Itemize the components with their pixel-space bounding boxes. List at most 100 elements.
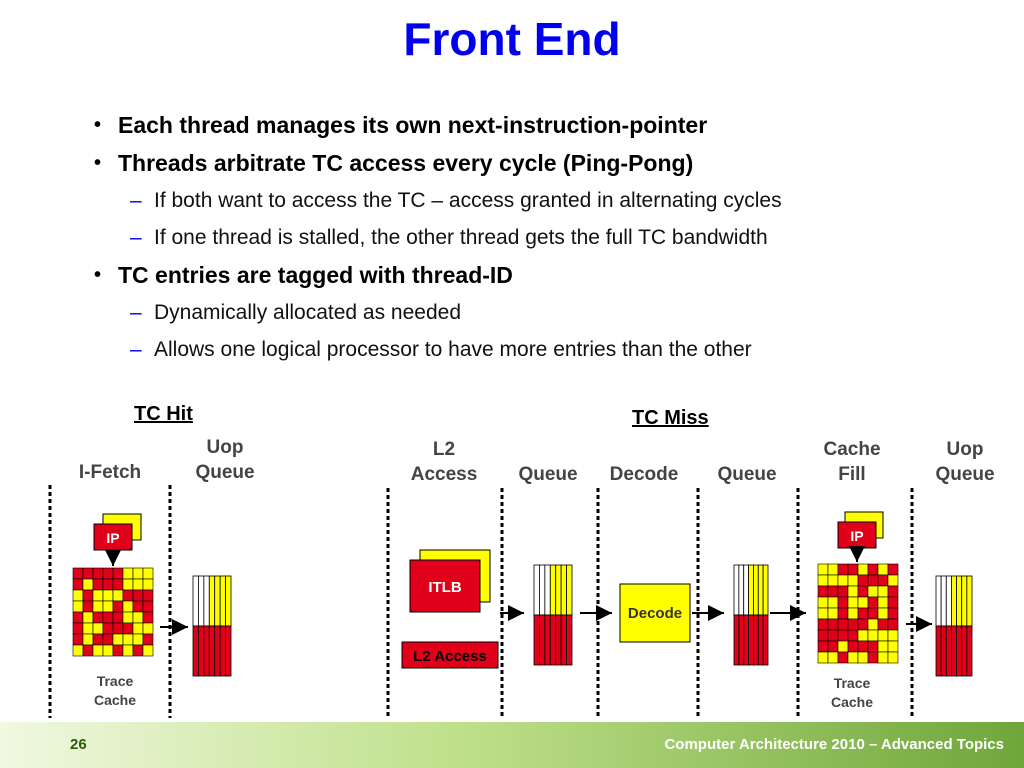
queue-slot xyxy=(203,625,210,677)
cache-cell xyxy=(827,607,839,620)
cache-cell xyxy=(82,644,94,657)
cache-cell xyxy=(142,622,154,635)
queue-slot xyxy=(733,564,740,616)
uop-stage-label-1: Uop xyxy=(207,437,244,458)
cache-cell xyxy=(82,567,94,580)
queue-a xyxy=(533,564,573,666)
queue-slot xyxy=(192,625,199,677)
sub-bullet-item: –Allows one logical processor to have mo… xyxy=(94,335,782,372)
uop-stage-label-1: Uop xyxy=(947,439,984,460)
queue-slot xyxy=(555,564,562,616)
l2-access-box xyxy=(401,641,499,669)
queue-slot xyxy=(539,564,546,616)
uop-queue xyxy=(935,575,973,677)
cache-cell xyxy=(837,629,849,642)
ip-box xyxy=(93,523,133,551)
queue-slot xyxy=(208,625,216,677)
sub-bullet-text: If both want to access the TC – access g… xyxy=(154,189,782,212)
queue-slot xyxy=(214,575,221,627)
footer-course: Computer Architecture 2010 – Advanced To… xyxy=(664,736,1004,753)
queue-slot xyxy=(757,614,764,666)
cache-cell xyxy=(827,596,839,609)
uop-stage-label-2: Queue xyxy=(935,464,994,485)
cache-cell xyxy=(122,644,134,657)
queue-slot xyxy=(945,575,952,627)
cache-cell xyxy=(887,596,899,609)
cache-cell xyxy=(877,640,889,653)
queue-stage-label: Queue xyxy=(518,464,577,485)
page-number: 26 xyxy=(70,736,87,753)
queue-slot xyxy=(539,614,546,666)
cache-cell xyxy=(142,567,154,580)
cache-cell xyxy=(827,574,839,587)
cache-cell xyxy=(837,618,849,631)
queue-slot xyxy=(956,575,963,627)
cache-cell xyxy=(837,574,849,587)
queue-slot xyxy=(549,614,557,666)
queue-slot xyxy=(544,564,551,616)
bullet-dot-icon: • xyxy=(94,264,102,286)
queue-slot xyxy=(935,625,942,677)
cache-cell xyxy=(122,578,134,591)
cache-cell xyxy=(82,611,94,624)
cache-cell xyxy=(102,633,114,646)
cache-cell xyxy=(142,611,154,624)
cache-cell xyxy=(112,600,124,613)
trace-cache-label-2: Cache xyxy=(94,692,136,708)
queue-slot xyxy=(533,564,540,616)
sub-bullet-text: Dynamically allocated as needed xyxy=(154,301,462,324)
cache-cell xyxy=(102,567,114,580)
bullet-item: •Threads arbitrate TC access every cycle… xyxy=(94,148,782,186)
sub-bullet-item: –If one thread is stalled, the other thr… xyxy=(94,223,782,260)
queue-slot xyxy=(219,625,226,677)
bullet-dot-icon: • xyxy=(94,114,102,136)
cache-cell xyxy=(112,611,124,624)
cache-cell xyxy=(72,567,84,580)
cache-cell xyxy=(142,600,154,613)
cache-cell xyxy=(132,578,144,591)
sub-bullet-text: Allows one logical processor to have mor… xyxy=(154,338,752,361)
slide-footer: 26 Computer Architecture 2010 – Advanced… xyxy=(0,722,1024,768)
l2-stage-label-1: L2 xyxy=(433,439,455,460)
cache-cell xyxy=(877,629,889,642)
cache-cell xyxy=(132,611,144,624)
queue-slot xyxy=(544,614,551,666)
trace-cache-label-1: Trace xyxy=(97,673,134,689)
cache-cell xyxy=(92,567,104,580)
queue-slot xyxy=(757,564,764,616)
cache-cell xyxy=(72,589,84,602)
pipeline-diagram: TC Hit I-Fetch Uop Queue IP Trace Cache … xyxy=(48,403,995,718)
cache-cell xyxy=(867,596,879,609)
cache-cell xyxy=(817,640,829,653)
queue-slot xyxy=(555,614,562,666)
cache-cell xyxy=(887,563,899,576)
bullet-item: •TC entries are tagged with thread-ID xyxy=(94,260,782,298)
queue-slot xyxy=(203,575,210,627)
dash-icon: – xyxy=(130,338,142,361)
cache-cell xyxy=(102,578,114,591)
queue-slot xyxy=(192,575,199,627)
queue-slot xyxy=(966,625,973,677)
cache-cell xyxy=(837,607,849,620)
cache-cell xyxy=(857,640,869,653)
cache-cell xyxy=(72,611,84,624)
cache-cell xyxy=(887,585,899,598)
queue-slot xyxy=(219,575,226,627)
cache-cell xyxy=(72,622,84,635)
cache-cell xyxy=(847,651,859,664)
cache-cell xyxy=(112,578,124,591)
queue-slot xyxy=(748,564,754,616)
tc-hit-caption: TC Hit xyxy=(134,403,193,425)
cache-cell xyxy=(132,633,144,646)
queue-slot xyxy=(762,614,769,666)
queue-slot xyxy=(733,614,740,666)
queue-slot xyxy=(738,614,745,666)
cache-cell xyxy=(122,633,134,646)
cache-cell xyxy=(112,633,124,646)
cache-fill-stage-label-1: Cache xyxy=(823,439,880,460)
queue-slot xyxy=(951,625,957,677)
cache-cell xyxy=(887,607,899,620)
cache-cell xyxy=(102,589,114,602)
cache-cell xyxy=(82,633,94,646)
cache-cell xyxy=(847,563,859,576)
